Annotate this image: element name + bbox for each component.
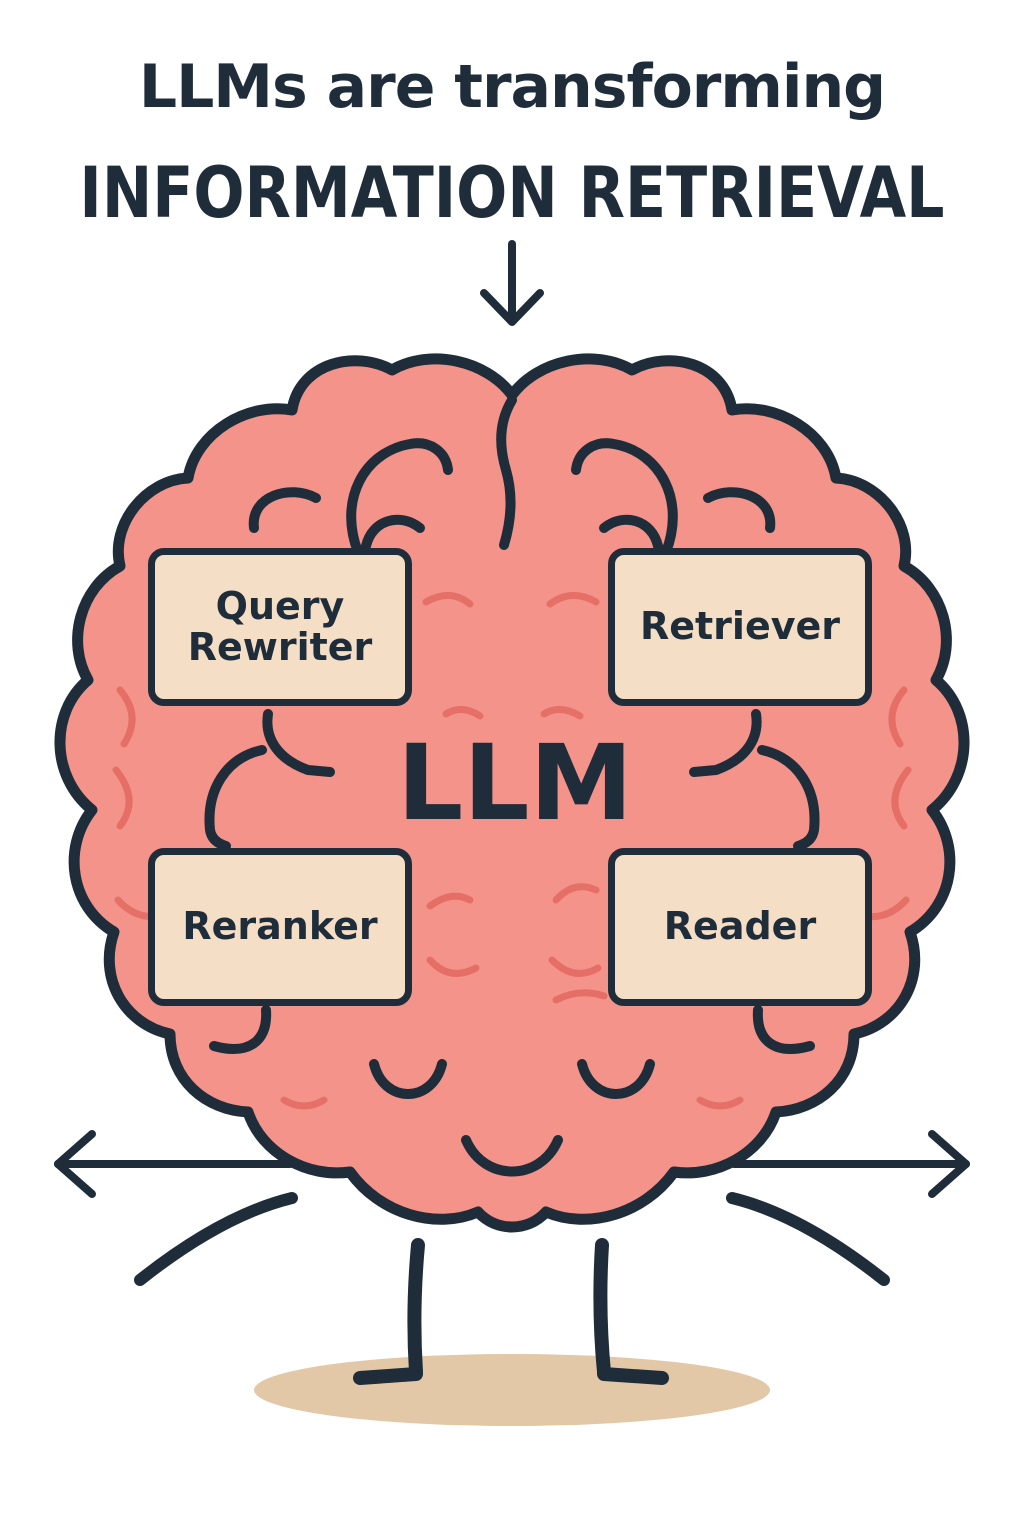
title-line-1: LLMs are transforming — [138, 52, 886, 122]
query-rewriter-label: Query Rewriter — [187, 583, 373, 669]
arrow-right-icon — [928, 1130, 970, 1198]
smile — [461, 1135, 563, 1177]
llm-center-label: LLM — [396, 722, 634, 844]
reader-box: Reader — [608, 848, 872, 1006]
query-rewriter-box: Query Rewriter — [148, 548, 412, 706]
retriever-box: Retriever — [608, 548, 872, 706]
left-closed-eye — [369, 1059, 447, 1099]
arrow-down-icon — [480, 240, 544, 326]
retriever-label: Retriever — [639, 604, 841, 649]
arrow-left-icon — [54, 1130, 96, 1198]
title-line-2: INFORMATION RETRIEVAL — [79, 152, 945, 234]
horizontal-arrow — [54, 1130, 970, 1198]
reranker-box: Reranker — [148, 848, 412, 1006]
brain-arms — [134, 1192, 890, 1286]
right-closed-eye — [577, 1059, 655, 1099]
reranker-label: Reranker — [182, 904, 378, 949]
reader-label: Reader — [663, 904, 817, 949]
brain-face — [369, 1059, 655, 1177]
ground-shadow — [254, 1354, 770, 1426]
brain-folds — [204, 395, 820, 1054]
brain-legs — [353, 1238, 669, 1385]
